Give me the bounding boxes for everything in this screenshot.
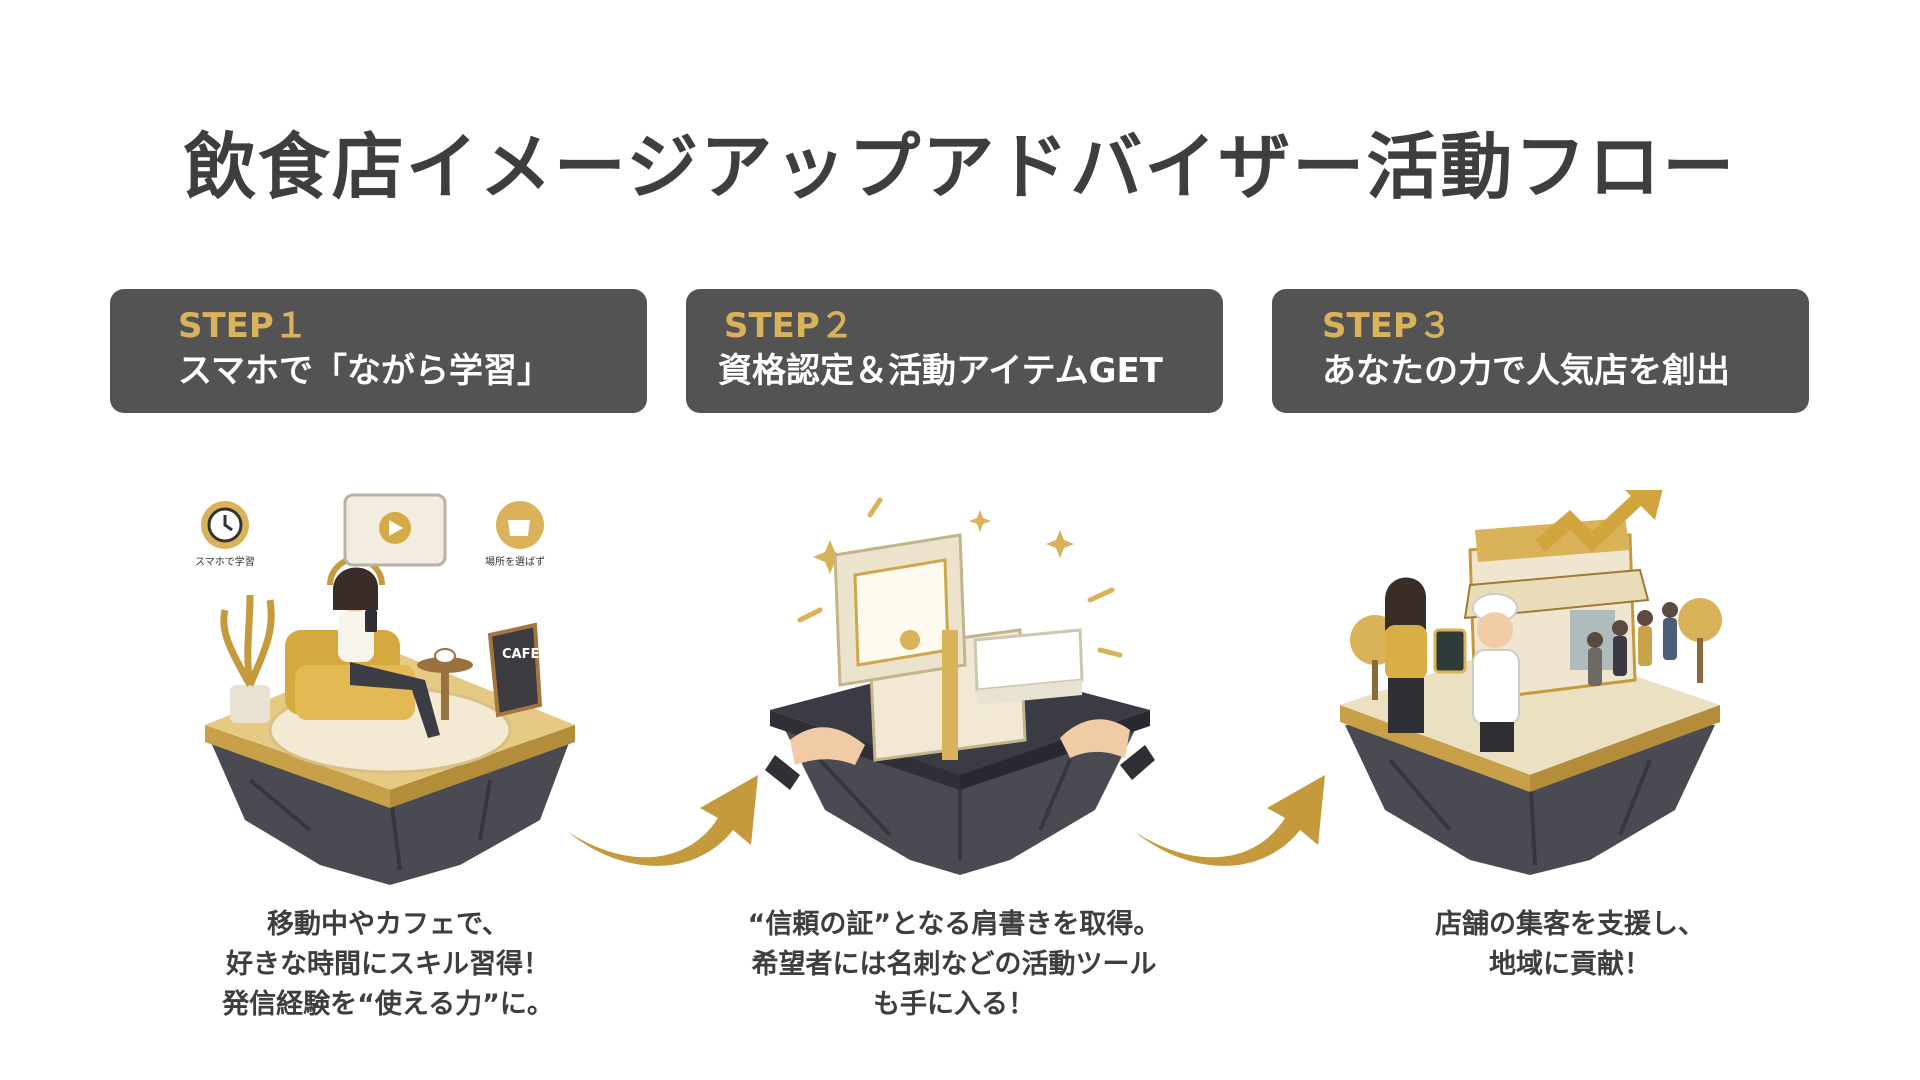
step-3-illustration	[1340, 490, 1722, 875]
step-2-illustration	[765, 497, 1155, 875]
step-3-heading: あなたの力で人気店を創出	[1322, 351, 1730, 391]
step-3-desc-line-2: 地域に貢献！	[1489, 949, 1651, 980]
step-3-desc-line-1: 店舗の集客を支援し、	[1435, 909, 1705, 940]
arrow-1-icon	[568, 775, 758, 866]
step-2-desc-line-3: も手に入る！	[873, 989, 1035, 1020]
step-3-box: STEP３ あなたの力で人気店を創出	[1272, 289, 1809, 413]
step-1-box: STEP１ スマホで「ながら学習」	[110, 289, 647, 413]
step-2-desc-line-1: “信頼の証”となる肩書きを取得。	[747, 909, 1161, 940]
step-2-label: STEP２	[724, 306, 854, 346]
step-1-desc-line-1: 移動中やカフェで、	[267, 909, 509, 940]
step-2-heading: 資格認定＆活動アイテムGET	[718, 351, 1163, 391]
step-1-description: 移動中やカフェで、 好きな時間にスキル習得！ 発信経験を“使える力”に。	[108, 905, 668, 1025]
step-2-box: STEP２ 資格認定＆活動アイテムGET	[686, 289, 1223, 413]
step-3-label: STEP３	[1322, 306, 1452, 346]
page-title: 飲食店イメージアップアドバイザー活動フロー	[183, 125, 1737, 209]
step-1-desc-line-3: 発信経験を“使える力”に。	[222, 989, 554, 1020]
step-1-label: STEP１	[178, 306, 308, 346]
place-label: 場所を選ばず	[485, 555, 545, 568]
cafe-sign-text: CAFE	[502, 647, 539, 662]
arrow-2-icon	[1135, 775, 1325, 866]
step-3-description: 店舗の集客を支援し、 地域に貢献！	[1290, 905, 1850, 985]
step-2-desc-line-2: 希望者には名刺などの活動ツール	[751, 949, 1157, 980]
step-2-description: “信頼の証”となる肩書きを取得。 希望者には名刺などの活動ツール も手に入る！	[674, 905, 1234, 1025]
step-1-desc-line-2: 好きな時間にスキル習得！	[226, 949, 550, 980]
step-1-illustration: CAFE スマホで学習 場所を選ばず	[195, 493, 575, 885]
study-label: スマホで学習	[195, 555, 255, 568]
step-1-heading: スマホで「ながら学習」	[178, 351, 551, 391]
